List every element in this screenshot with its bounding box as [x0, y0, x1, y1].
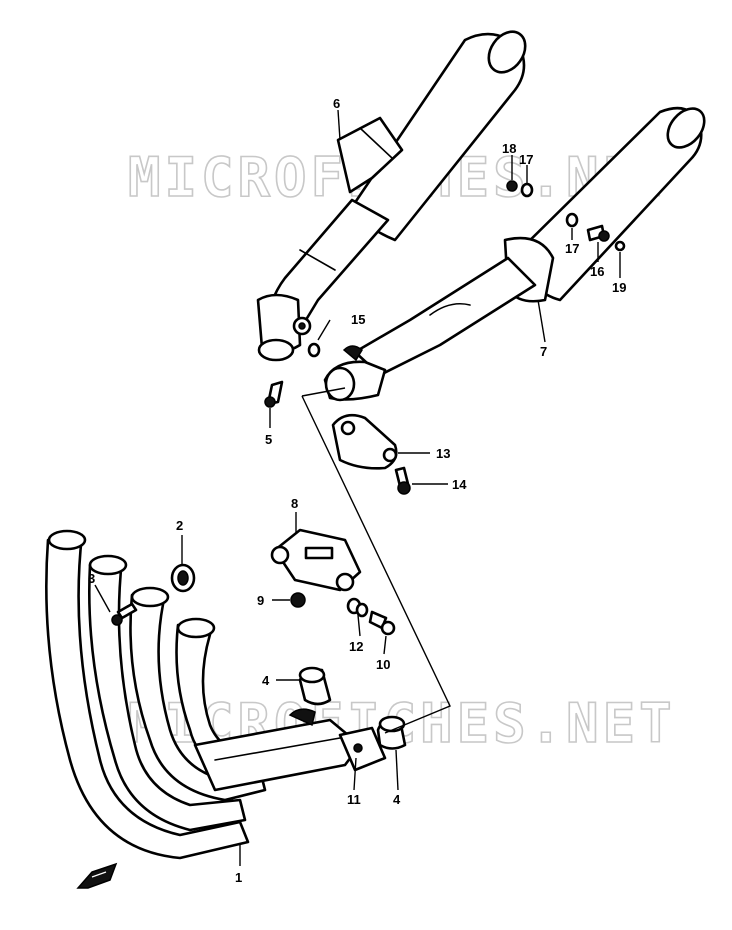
bolt-14[interactable] — [394, 466, 411, 495]
callout-5: 5 — [265, 432, 272, 447]
washer-15[interactable] — [307, 342, 321, 358]
front-direction-arrow-icon — [76, 862, 118, 889]
callout-19: 19 — [612, 280, 626, 295]
callout-17-lower: 17 — [565, 241, 579, 256]
callout-4-upper: 4 — [262, 673, 270, 688]
bolt-5[interactable] — [264, 380, 284, 408]
callout-18: 18 — [502, 141, 516, 156]
bolt-16[interactable] — [586, 224, 610, 242]
callout-6: 6 — [333, 96, 340, 111]
bolt-3[interactable] — [111, 602, 138, 626]
muffler-left[interactable] — [256, 25, 533, 362]
washer-17-upper[interactable] — [520, 182, 534, 198]
callout-4-lower: 4 — [393, 792, 401, 807]
connector-4-upper[interactable] — [298, 666, 332, 706]
callout-3: 3 — [88, 571, 95, 586]
callout-10: 10 — [376, 657, 390, 672]
washer-19[interactable] — [614, 240, 626, 252]
bolt-10[interactable] — [368, 610, 396, 636]
callout-14: 14 — [452, 477, 467, 492]
callout-17-upper: 17 — [519, 152, 533, 167]
bracket-8[interactable] — [270, 528, 362, 592]
callout-1: 1 — [235, 870, 242, 885]
leader-lines — [94, 109, 621, 866]
exhaust-header-1[interactable] — [45, 529, 362, 860]
callout-9: 9 — [257, 593, 264, 608]
assembly-guide-line — [301, 387, 451, 734]
callout-16: 16 — [590, 264, 604, 279]
washer-12[interactable] — [346, 597, 369, 618]
nut-18[interactable] — [506, 180, 518, 192]
muffler-right[interactable] — [323, 102, 712, 402]
callout-8: 8 — [291, 496, 298, 511]
callout-7: 7 — [540, 344, 547, 359]
gasket-2[interactable] — [170, 563, 196, 593]
clamp-11[interactable] — [338, 726, 387, 772]
connector-4-lower[interactable] — [376, 715, 407, 750]
washer-17-lower[interactable] — [565, 212, 579, 228]
callout-13: 13 — [436, 446, 450, 461]
nut-9[interactable] — [290, 592, 306, 608]
callout-15: 15 — [351, 312, 365, 327]
bracket-13[interactable] — [331, 413, 398, 470]
callout-11: 11 — [347, 792, 361, 807]
callout-2: 2 — [176, 518, 183, 533]
callout-12: 12 — [349, 639, 363, 654]
